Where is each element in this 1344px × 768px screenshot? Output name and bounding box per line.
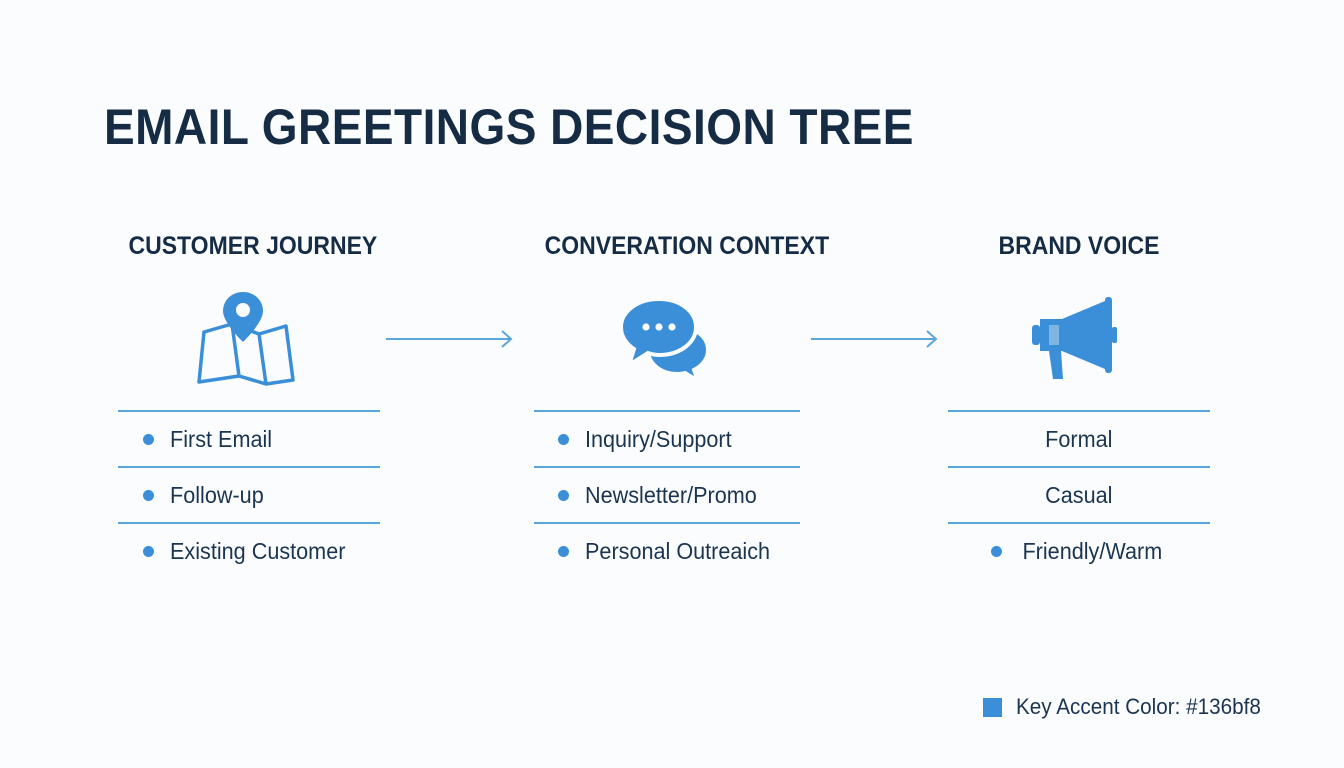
legend-label: Key Accent Color: #136bf8 [1016, 694, 1261, 719]
color-swatch-icon [983, 697, 1002, 717]
list-item: Personal Outreaich [534, 524, 800, 578]
item-label: Casual [1045, 481, 1113, 508]
list-item: Follow-up [118, 468, 380, 524]
item-label: Follow-up [170, 481, 264, 508]
bullet-icon [558, 433, 569, 445]
list-item: Newsletter/Promo [534, 468, 800, 524]
bullet-icon [143, 433, 154, 445]
page-title: EMAIL GREETINGS DECISION TREE [104, 99, 914, 155]
option-list: Formal Casual Friendly/Warm [948, 410, 1210, 578]
bullet-icon [143, 489, 154, 501]
list-item: Formal [948, 412, 1210, 468]
bullet-icon [558, 545, 569, 557]
list-item: Friendly/Warm [948, 524, 1210, 578]
item-label: Existing Customer [170, 537, 346, 564]
item-label: Formal [1045, 425, 1113, 452]
list-item: First Email [118, 412, 380, 468]
column-conversation-context: CONVERATION CONTEXT Inquiry/Support News… [534, 228, 830, 578]
column-header: CONVERATION CONTEXT [544, 232, 830, 260]
item-label: Inquiry/Support [585, 425, 732, 452]
chat-bubbles-icon [534, 270, 800, 410]
option-list: Inquiry/Support Newsletter/Promo Persona… [534, 410, 800, 578]
list-item: Existing Customer [118, 524, 380, 578]
option-list: First Email Follow-up Existing Customer [118, 410, 380, 578]
column-brand-voice: BRAND VOICE Formal Casual Friendly/Warm [948, 228, 1210, 578]
flow-arrow-icon [386, 329, 516, 354]
list-item: Casual [948, 468, 1210, 524]
item-label: First Email [170, 425, 273, 452]
bullet-icon [143, 545, 154, 557]
column-header: BRAND VOICE [998, 232, 1160, 260]
column-header: CUSTOMER JOURNEY [128, 232, 378, 260]
accent-color-legend: Key Accent Color: #136bf8 [983, 694, 1277, 720]
megaphone-icon [948, 270, 1210, 410]
column-customer-journey: CUSTOMER JOURNEY First Email Follow-up E… [118, 228, 380, 578]
bullet-icon [558, 489, 569, 501]
flow-arrow-icon [811, 329, 941, 354]
list-item: Inquiry/Support [534, 412, 800, 468]
item-label: Friendly/Warm [1022, 537, 1163, 564]
bullet-icon [991, 545, 1003, 557]
item-label: Newsletter/Promo [585, 481, 757, 508]
item-label: Personal Outreaich [585, 537, 771, 564]
map-pin-icon [118, 270, 380, 410]
